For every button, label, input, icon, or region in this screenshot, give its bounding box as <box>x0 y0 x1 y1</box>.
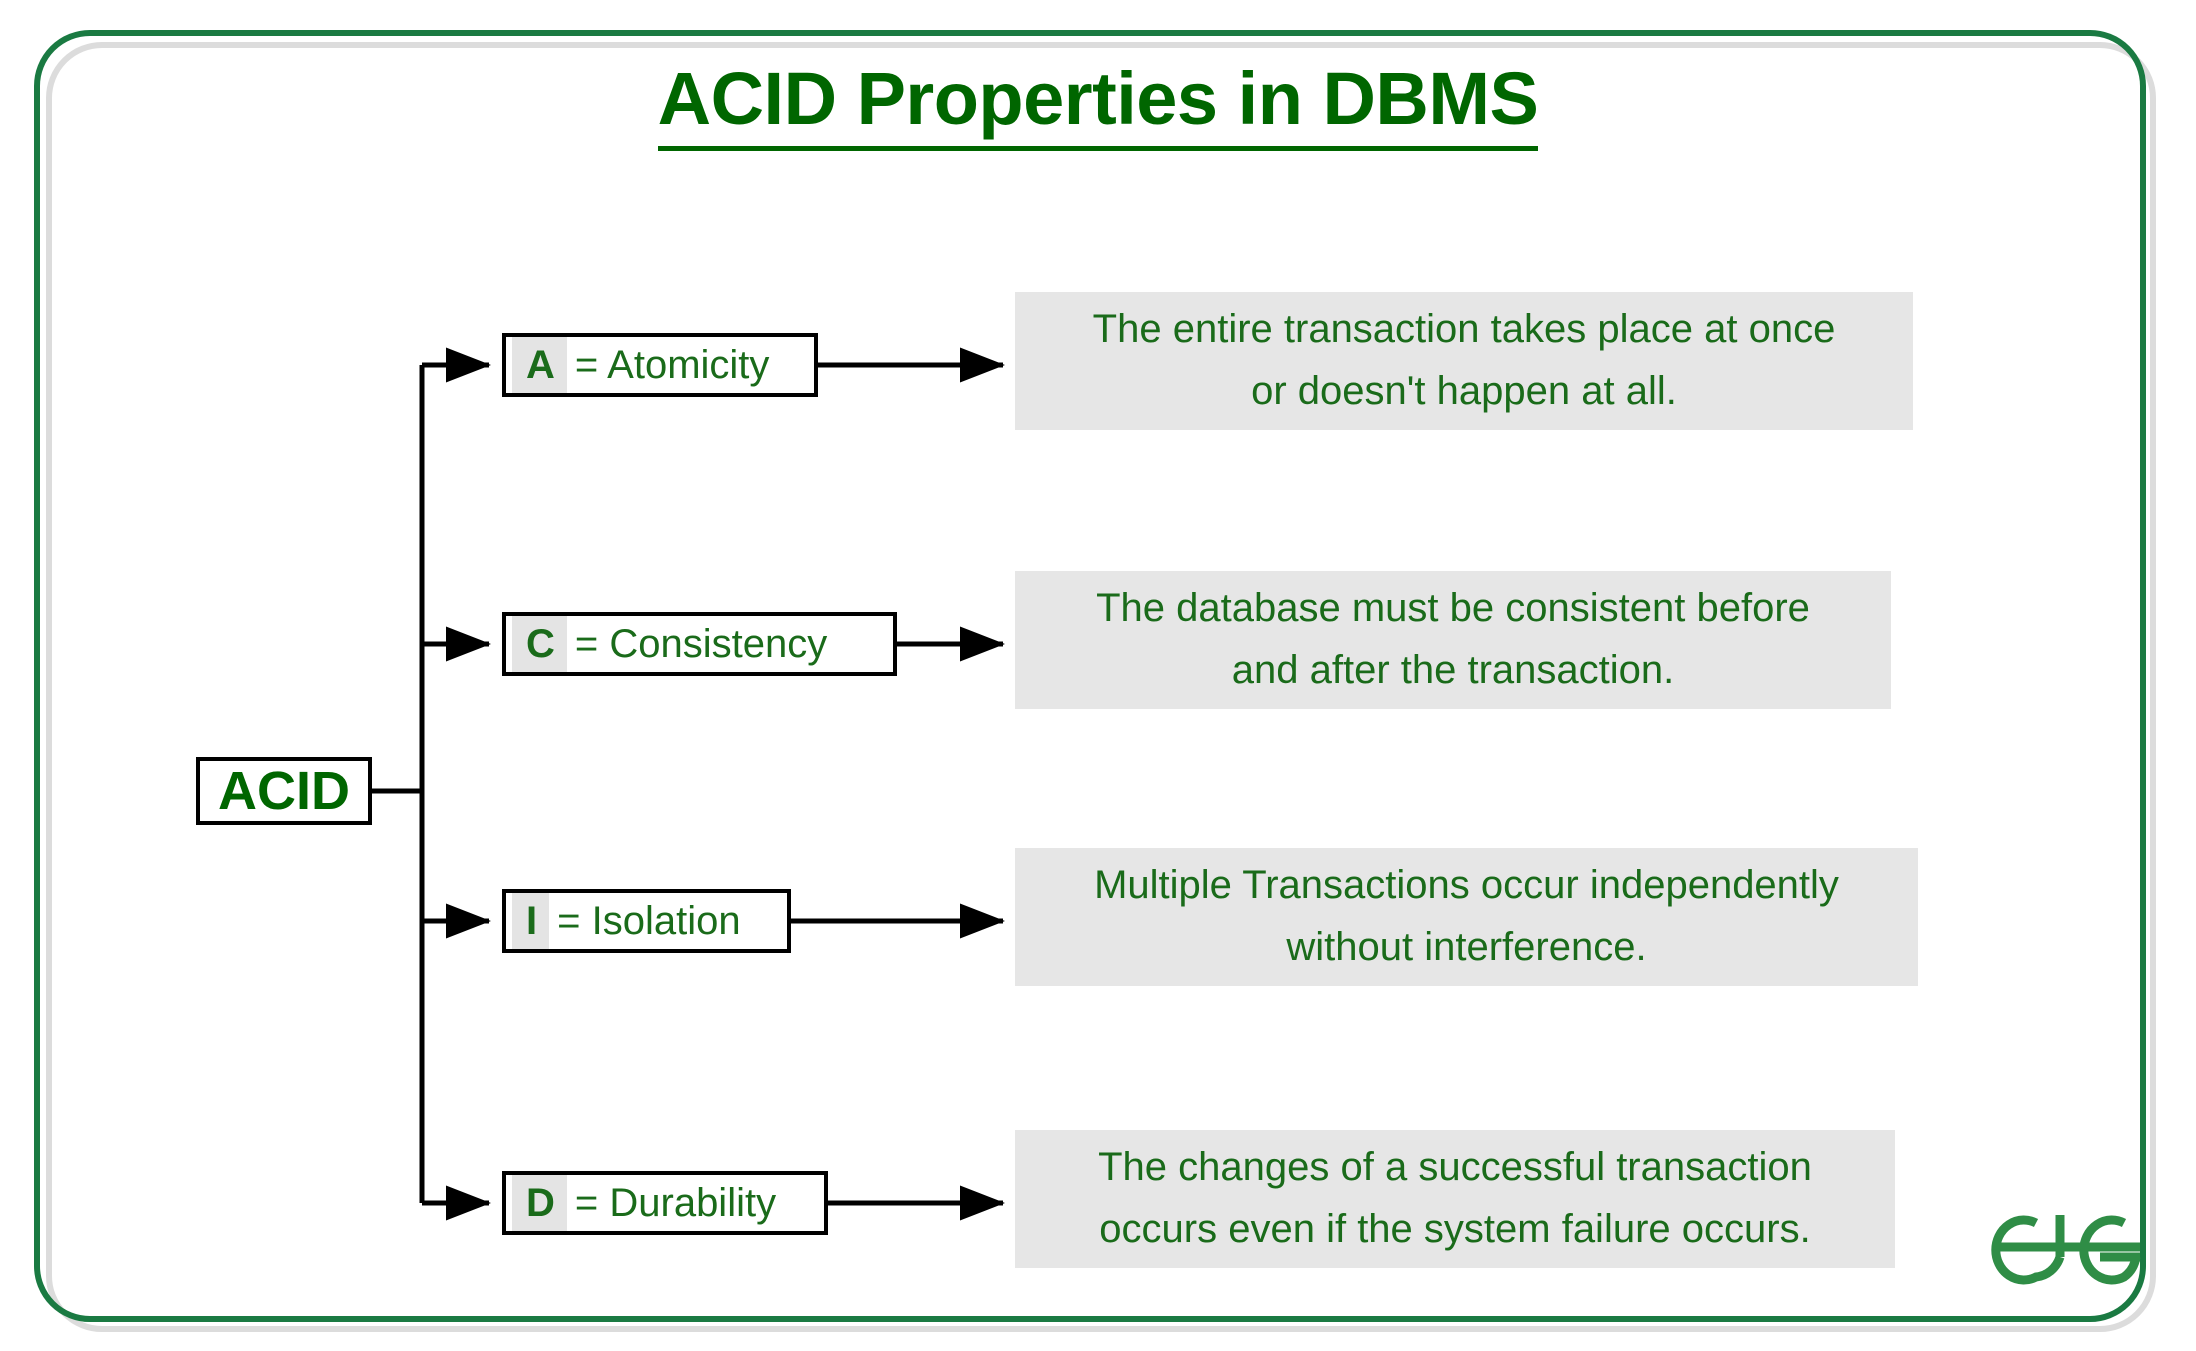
description-line: The entire transaction takes place at on… <box>1092 307 1836 351</box>
description-line: or doesn't happen at all. <box>1251 369 1677 413</box>
property-key-isolation: I <box>512 893 550 949</box>
frame-shadow-border <box>46 42 2156 1332</box>
property-key-atomicity: A <box>512 337 567 393</box>
property-label-isolation: = Isolation <box>557 899 741 943</box>
page-title-text: ACID Properties in DBMS <box>657 57 1539 151</box>
property-box-isolation[interactable]: I = Isolation <box>502 889 791 953</box>
page-title: ACID Properties in DBMS <box>0 57 2196 151</box>
root-node-label: ACID <box>218 761 350 821</box>
property-key-durability: D <box>512 1175 567 1231</box>
description-line: Multiple Transactions occur independentl… <box>1094 863 1839 907</box>
description-box-durability: The changes of a successful transaction … <box>1015 1130 1895 1268</box>
property-label-durability: = Durability <box>574 1181 777 1225</box>
property-label-atomicity: = Atomicity <box>574 343 770 387</box>
property-box-durability[interactable]: D = Durability <box>502 1171 828 1235</box>
description-box-isolation: Multiple Transactions occur independentl… <box>1015 848 1918 986</box>
description-line: without interference. <box>1286 925 1647 969</box>
gfg-logo-icon <box>1991 1215 2141 1285</box>
frame-green-border <box>34 30 2146 1322</box>
property-label-consistency: = Consistency <box>574 622 828 666</box>
property-box-consistency[interactable]: C = Consistency <box>502 612 897 676</box>
root-node-acid[interactable]: ACID <box>196 757 372 825</box>
description-box-consistency: The database must be consistent before a… <box>1015 571 1891 709</box>
property-key-consistency: C <box>512 616 567 672</box>
description-line: occurs even if the system failure occurs… <box>1099 1207 1811 1251</box>
property-box-atomicity[interactable]: A = Atomicity <box>502 333 818 397</box>
description-line: and after the transaction. <box>1231 648 1675 692</box>
description-line: The changes of a successful transaction <box>1098 1145 1812 1189</box>
description-box-atomicity: The entire transaction takes place at on… <box>1015 292 1913 430</box>
description-line: The database must be consistent before <box>1096 586 1810 630</box>
geeksforgeeks-logo <box>1984 1185 2154 1305</box>
